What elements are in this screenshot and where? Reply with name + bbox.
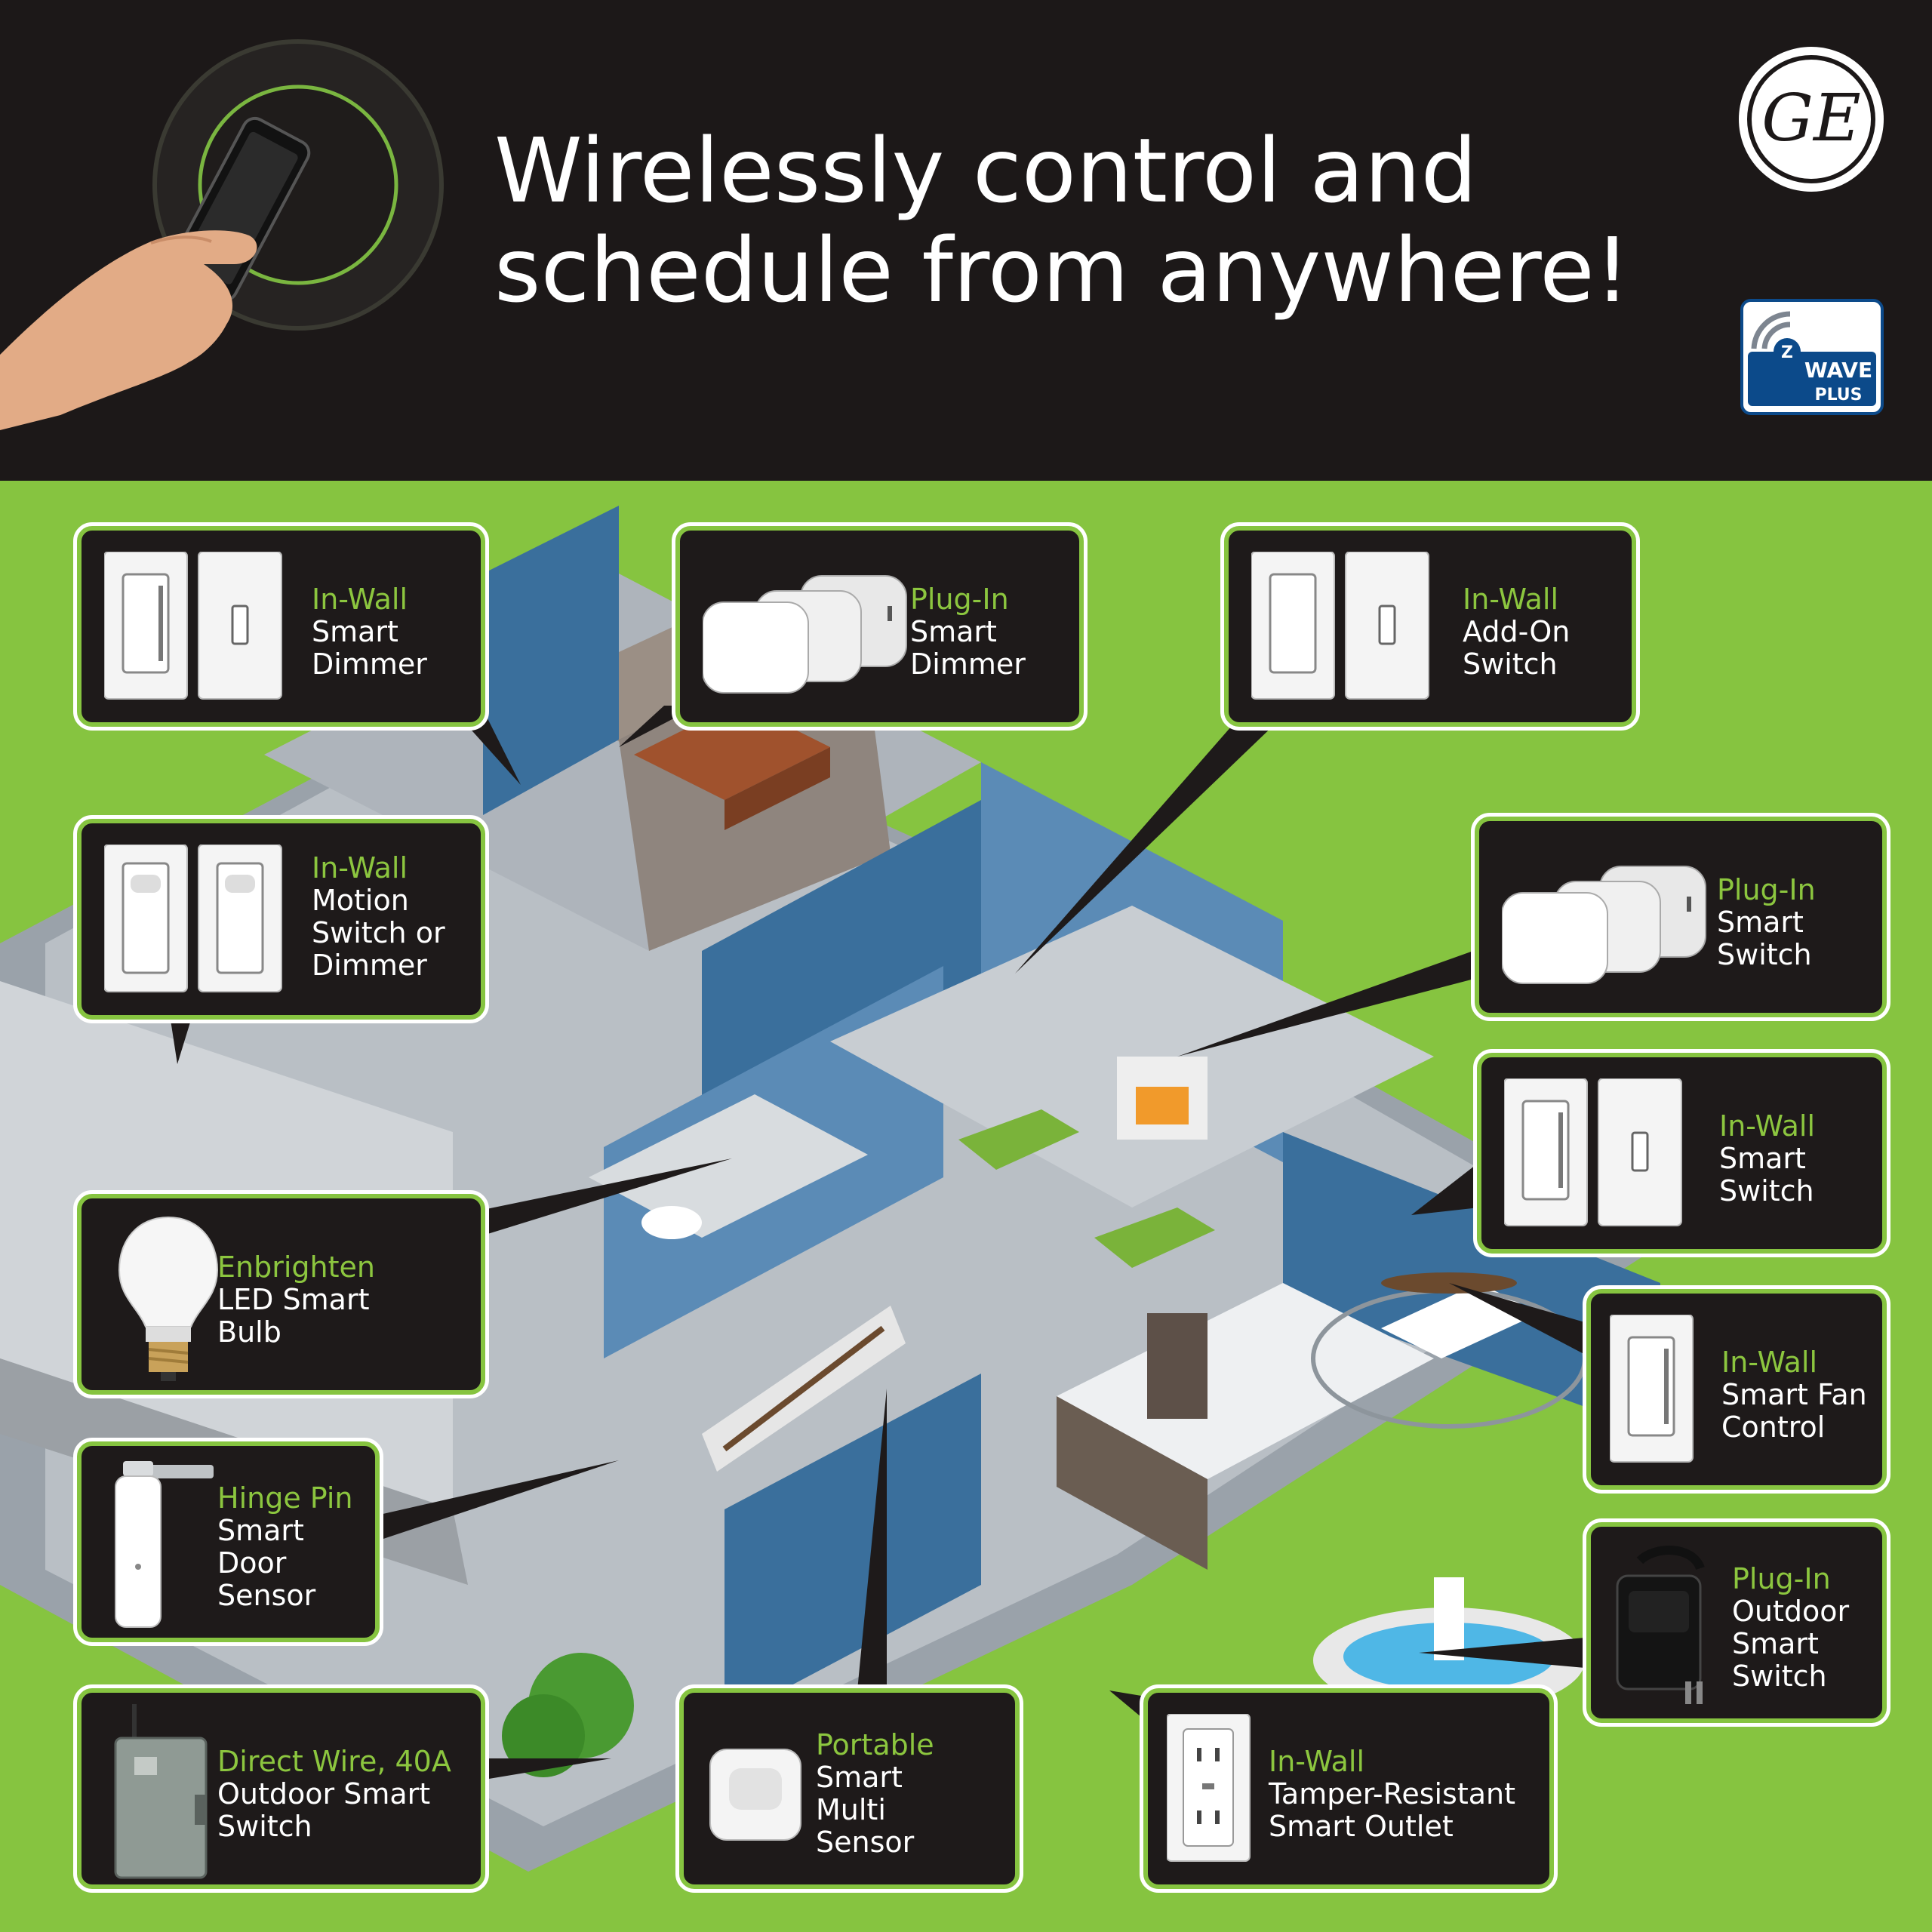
label-direct-wire-outdoor-switch: Direct Wire, 40A Outdoor Smart Switch: [217, 1746, 451, 1843]
label-line: Switch or: [312, 916, 445, 949]
label-accent: Hinge Pin: [217, 1481, 353, 1515]
label-in-wall-smart-fan-control: In-Wall Smart Fan Control: [1721, 1346, 1867, 1444]
label-accent: Plug-In: [1717, 873, 1816, 906]
card-in-wall-smart-fan-control[interactable]: In-Wall Smart Fan Control: [1583, 1285, 1890, 1494]
zwave-z-text: Z: [1781, 343, 1793, 362]
wall-switch-pair-icon: [1251, 552, 1429, 700]
headline-line-1: Wirelessly control and: [494, 118, 1478, 223]
label-portable-multi-sensor: Portable Smart Multi Sensor: [816, 1729, 934, 1859]
label-accent: In-Wall: [312, 851, 408, 884]
label-line: Smart: [1719, 1142, 1806, 1175]
label-line: Multi: [816, 1793, 886, 1826]
label-in-wall-smart-dimmer: In-Wall Smart Dimmer: [312, 583, 427, 681]
card-enbrighten-led-bulb[interactable]: Enbrighten LED Smart Bulb: [73, 1190, 489, 1398]
label-line: Motion: [312, 884, 409, 917]
headline: Wirelessly control and schedule from any…: [494, 121, 1630, 320]
label-enbrighten-led-bulb: Enbrighten LED Smart Bulb: [217, 1251, 375, 1349]
motion-switch-icon: [104, 844, 282, 992]
card-plug-in-smart-dimmer[interactable]: Plug-In Smart Dimmer: [672, 522, 1088, 731]
label-accent: In-Wall: [1463, 583, 1559, 616]
label-line: Add-On: [1463, 615, 1571, 648]
label-line: Switch: [1717, 938, 1812, 971]
label-line: Sensor: [816, 1826, 915, 1859]
card-plug-in-outdoor-switch[interactable]: Plug-In Outdoor Smart Switch: [1583, 1518, 1890, 1727]
wall-switch-pair-icon: [1504, 1078, 1682, 1226]
zwave-main-text: WAVE: [1804, 358, 1872, 383]
label-hinge-pin-door-sensor: Hinge Pin Smart Door Sensor: [217, 1482, 353, 1612]
label-accent: Plug-In: [1732, 1562, 1831, 1595]
label-line: Smart: [1717, 906, 1804, 939]
wall-switch-pair-icon: [104, 552, 282, 700]
card-hinge-pin-door-sensor[interactable]: Hinge Pin Smart Door Sensor: [73, 1438, 383, 1646]
card-direct-wire-outdoor-switch[interactable]: Direct Wire, 40A Outdoor Smart Switch: [73, 1684, 489, 1893]
label-in-wall-motion-switch: In-Wall Motion Switch or Dimmer: [312, 852, 445, 982]
plug-in-module-icon: [1502, 866, 1706, 984]
label-accent: In-Wall: [1719, 1109, 1816, 1143]
label-line: Switch: [1463, 648, 1558, 681]
outlet-icon: [1167, 1714, 1251, 1862]
label-in-wall-smart-switch: In-Wall Smart Switch: [1719, 1110, 1815, 1208]
label-line: Dimmer: [312, 949, 427, 982]
label-line: Smart: [1732, 1627, 1819, 1660]
label-in-wall-add-on-switch: In-Wall Add-On Switch: [1463, 583, 1570, 681]
label-plug-in-smart-dimmer: Plug-In Smart Dimmer: [910, 583, 1026, 681]
label-accent: Plug-In: [910, 583, 1009, 616]
label-plug-in-outdoor-switch: Plug-In Outdoor Smart Switch: [1732, 1563, 1849, 1693]
fan-control-icon: [1610, 1315, 1694, 1463]
label-line: Smart: [910, 615, 997, 648]
hand-holding-phone-icon: [0, 39, 444, 430]
label-line: Switch: [1732, 1660, 1827, 1693]
label-line: Switch: [1719, 1174, 1814, 1208]
label-accent: Direct Wire, 40A: [217, 1745, 451, 1778]
label-line: Outdoor: [1732, 1595, 1850, 1628]
label-line: Control: [1721, 1411, 1826, 1444]
multi-sensor-icon: [709, 1749, 801, 1841]
label-line: Dimmer: [312, 648, 427, 681]
zwave-plus-text: PLUS: [1814, 386, 1862, 405]
card-portable-multi-sensor[interactable]: Portable Smart Multi Sensor: [675, 1684, 1023, 1893]
ge-logo-icon: GE: [1739, 47, 1884, 192]
label-accent: In-Wall: [1721, 1346, 1818, 1379]
card-in-wall-smart-switch[interactable]: In-Wall Smart Switch: [1473, 1049, 1890, 1257]
outdoor-box-icon: [114, 1704, 208, 1879]
label-line: Bulb: [217, 1315, 281, 1349]
label-in-wall-smart-outlet: In-Wall Tamper-Resistant Smart Outlet: [1269, 1746, 1515, 1843]
label-line: Smart: [312, 615, 398, 648]
led-bulb-icon: [118, 1216, 219, 1381]
label-line: Dimmer: [910, 648, 1026, 681]
ge-logo-text: GE: [1761, 81, 1860, 156]
header-banner: Wirelessly control and schedule from any…: [0, 0, 1932, 481]
label-line: Smart Fan: [1721, 1378, 1867, 1411]
label-accent: Enbrighten: [217, 1251, 375, 1284]
label-line: Outdoor Smart: [217, 1777, 431, 1810]
card-in-wall-smart-outlet[interactable]: In-Wall Tamper-Resistant Smart Outlet: [1140, 1684, 1558, 1893]
label-line: Smart: [217, 1514, 304, 1547]
card-plug-in-smart-switch[interactable]: Plug-In Smart Switch: [1471, 813, 1890, 1021]
plug-in-module-icon: [703, 575, 907, 694]
label-accent: In-Wall: [1269, 1745, 1365, 1778]
label-plug-in-smart-switch: Plug-In Smart Switch: [1717, 874, 1816, 971]
label-line: Tamper-Resistant: [1269, 1777, 1516, 1810]
label-line: LED Smart: [217, 1283, 370, 1316]
label-line: Door: [217, 1546, 287, 1580]
card-in-wall-smart-dimmer[interactable]: In-Wall Smart Dimmer: [73, 522, 489, 731]
headline-line-2: schedule from anywhere!: [494, 218, 1631, 322]
label-line: Smart Outlet: [1269, 1810, 1454, 1843]
label-accent: In-Wall: [312, 583, 408, 616]
card-in-wall-motion-switch[interactable]: In-Wall Motion Switch or Dimmer: [73, 815, 489, 1023]
label-line: Switch: [217, 1810, 312, 1843]
label-accent: Portable: [816, 1728, 934, 1761]
card-in-wall-add-on-switch[interactable]: In-Wall Add-On Switch: [1220, 522, 1640, 731]
hinge-pin-sensor-icon: [115, 1461, 214, 1628]
zwave-plus-logo-icon: Z WAVE PLUS: [1740, 299, 1884, 415]
label-line: Smart: [816, 1761, 903, 1794]
label-line: Sensor: [217, 1579, 316, 1612]
outdoor-plug-icon: [1616, 1546, 1705, 1704]
